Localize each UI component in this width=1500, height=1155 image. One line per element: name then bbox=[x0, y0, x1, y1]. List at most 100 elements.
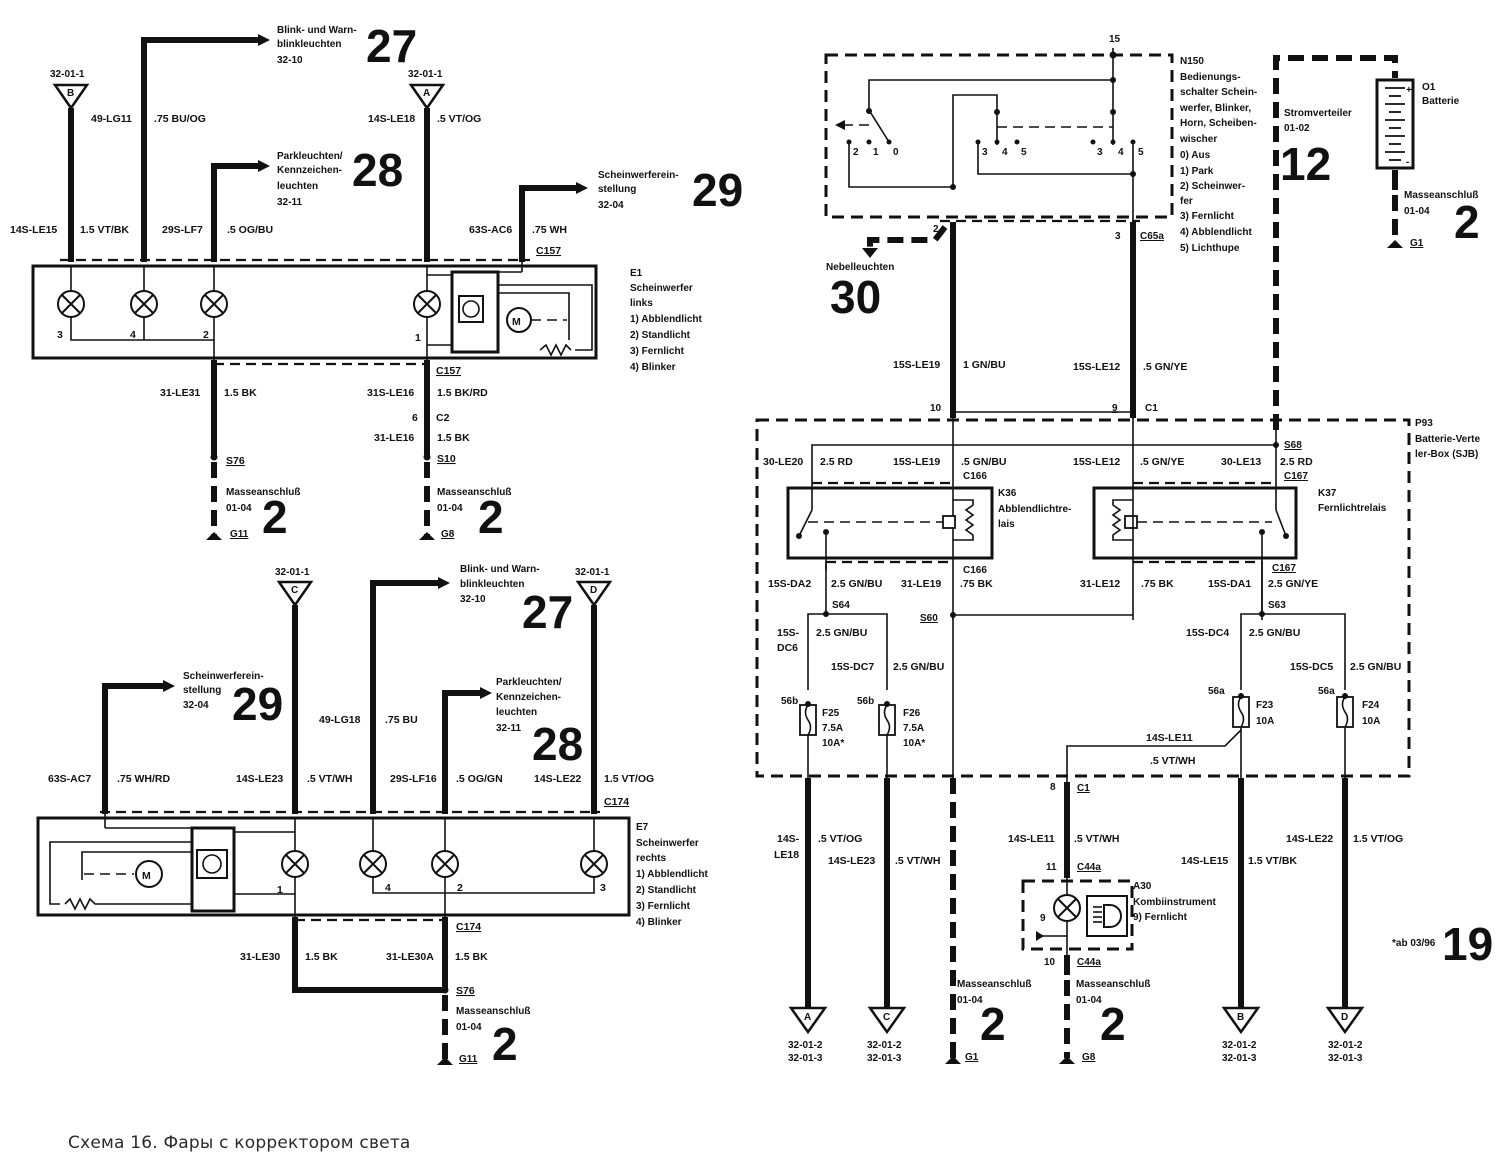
ref-number: 27 bbox=[366, 20, 417, 72]
lamp-icon bbox=[1053, 894, 1081, 922]
ground-id: G8 bbox=[441, 529, 455, 540]
fuse-position: 56b bbox=[857, 696, 874, 707]
ground-number: 2 bbox=[1100, 998, 1126, 1050]
wire-spec: .75 BU/OG bbox=[154, 113, 206, 125]
pin-label: 9 bbox=[1112, 403, 1118, 414]
pin-label: 1 bbox=[277, 884, 283, 896]
ref-number: 29 bbox=[232, 678, 283, 730]
wire-code: LE18 bbox=[774, 849, 799, 861]
wire-code: 14S-LE11 bbox=[1008, 833, 1055, 845]
lamp-icon bbox=[431, 850, 459, 878]
ref-text: Scheinwerferein- bbox=[598, 170, 679, 181]
pin-label: 8 bbox=[1050, 782, 1056, 793]
ground-ref: 01-04 bbox=[437, 503, 463, 514]
component-title: Batterie bbox=[1422, 96, 1460, 107]
pin-label: 2 bbox=[933, 224, 939, 235]
p93-sjb-box bbox=[755, 418, 1411, 778]
motor-icon bbox=[135, 860, 163, 888]
wire-spec: 2.5 GN/BU bbox=[831, 578, 882, 590]
wire-code: 14S-LE18 bbox=[368, 113, 415, 125]
component-id: E1 bbox=[630, 268, 643, 279]
wire-spec: .5 VT/WH bbox=[1150, 755, 1196, 767]
fuse-id: F23 bbox=[1256, 700, 1274, 711]
wire-code: 31-LE19 bbox=[901, 578, 941, 590]
leveling-actuator-box bbox=[450, 270, 500, 354]
wire-spec: .5 GN/YE bbox=[1140, 456, 1184, 468]
ref-number: 28 bbox=[352, 144, 403, 196]
wire-spec: 1.5 BK/RD bbox=[437, 387, 488, 399]
connector-ref: 32-01-1 bbox=[275, 567, 310, 578]
battery-plus: + bbox=[1406, 85, 1412, 96]
ref-text: Kennzeichen- bbox=[496, 692, 561, 703]
connector-label: C1 bbox=[1145, 403, 1158, 414]
bottom-right-section: 8 C1 14S- LE18 .5 VT/OG 14S-LE23 .5 VT/W… bbox=[774, 778, 1493, 1064]
ref-text: leuchten bbox=[496, 707, 537, 718]
wire-code: 15S-LE12 bbox=[1073, 361, 1120, 373]
fuse-rating: 10A bbox=[1256, 716, 1274, 727]
connector-ref: 32-01-3 bbox=[1328, 1053, 1363, 1064]
ref-text: leuchten bbox=[277, 181, 318, 192]
wire-spec: .5 VT/WH bbox=[895, 855, 941, 867]
connector-c-bottom: C 32-01-2 32-01-3 bbox=[867, 1006, 907, 1064]
pin-label: 3 bbox=[1115, 231, 1121, 242]
pin-label: 2 bbox=[457, 882, 463, 894]
wire-code: 14S-LE15 bbox=[1181, 855, 1228, 867]
component-title: Batterie-Verte bbox=[1415, 434, 1480, 445]
component-id: E7 bbox=[636, 822, 649, 833]
wire-spec: 1.5 BK bbox=[224, 387, 257, 399]
ref-27-blinker-e7: Blink- und Warn- blinkleuchten 32-10 27 bbox=[460, 564, 573, 638]
connector-a-bottom: A 32-01-2 32-01-3 bbox=[788, 1006, 828, 1064]
fuse-f25: 56b F25 7.5A 10A* bbox=[781, 696, 844, 749]
legend-item: 1) Abblendlicht bbox=[630, 314, 703, 325]
fuse-rating-alt: 10A* bbox=[903, 738, 925, 749]
connector-label: C44a bbox=[1077, 957, 1101, 968]
page-note: *ab 03/96 bbox=[1392, 938, 1436, 949]
fuse-rating: 10A bbox=[1362, 716, 1380, 727]
ref-number: 28 bbox=[532, 718, 583, 770]
legend-item: 9) Fernlicht bbox=[1133, 912, 1188, 923]
switch-position: 5 bbox=[1021, 147, 1027, 158]
switch-position: 3 bbox=[1097, 147, 1103, 158]
ground-number: 2 bbox=[478, 491, 504, 543]
pin-label: 10 bbox=[1044, 957, 1056, 968]
wire-spec: 1 GN/BU bbox=[963, 359, 1006, 371]
component-title: Bedienungs- bbox=[1180, 72, 1241, 83]
connector-letter: C bbox=[291, 585, 298, 596]
component-id: N150 bbox=[1180, 56, 1204, 67]
e7-section: 32-01-1 C 32-01-1 D 63S-AC7 .75 WH/RD 14… bbox=[36, 564, 709, 1070]
wire-code: 15S-LE19 bbox=[893, 359, 940, 371]
ref-text: Parkleuchten/ bbox=[277, 151, 343, 162]
wire-spec: 1.5 VT/BK bbox=[80, 224, 129, 236]
connector-ref: 32-01-3 bbox=[788, 1053, 823, 1064]
lamp-icon bbox=[281, 850, 309, 878]
ref-text: blinkleuchten bbox=[277, 39, 341, 50]
lamp-icon bbox=[359, 850, 387, 878]
component-title: Scheinwerfer bbox=[636, 838, 699, 849]
n150-switch-box bbox=[824, 53, 1174, 219]
connector-label: C167 bbox=[1284, 471, 1308, 482]
legend-item: 4) Blinker bbox=[630, 362, 676, 373]
svg-text:M: M bbox=[142, 870, 151, 882]
wire-spec: 2.5 RD bbox=[820, 456, 853, 468]
legend-item: 3) Fernlicht bbox=[1180, 211, 1235, 222]
pin-label: 2 bbox=[203, 329, 209, 341]
legend-item: 2) Standlicht bbox=[630, 330, 691, 341]
sensor-icon bbox=[458, 295, 484, 323]
ref-text: Blink- und Warn- bbox=[277, 25, 357, 36]
ref-text: Nebelleuchten bbox=[826, 262, 894, 273]
legend-item: fer bbox=[1180, 196, 1193, 207]
wire-code: 14S-LE22 bbox=[1286, 833, 1333, 845]
k37-relay-box bbox=[1092, 486, 1298, 560]
wire-code: 29S-LF16 bbox=[390, 773, 437, 785]
wire-code: 14S-LE23 bbox=[828, 855, 875, 867]
wire-spec: 1.5 VT/OG bbox=[1353, 833, 1403, 845]
p93-section: 15S-LE19 1 GN/BU 15S-LE12 .5 GN/YE 10 9 … bbox=[755, 359, 1480, 782]
ground-label: Masseanschluß bbox=[1076, 979, 1150, 990]
wire-spec: .5 VT/WH bbox=[1074, 833, 1120, 845]
ref-code: 32-11 bbox=[496, 723, 521, 734]
ground-ref: 01-04 bbox=[957, 995, 983, 1006]
legend-item: 2) Scheinwer- bbox=[1180, 181, 1245, 192]
wire-spec: .5 OG/BU bbox=[227, 224, 273, 236]
component-title: Fernlichtrelais bbox=[1318, 503, 1387, 514]
